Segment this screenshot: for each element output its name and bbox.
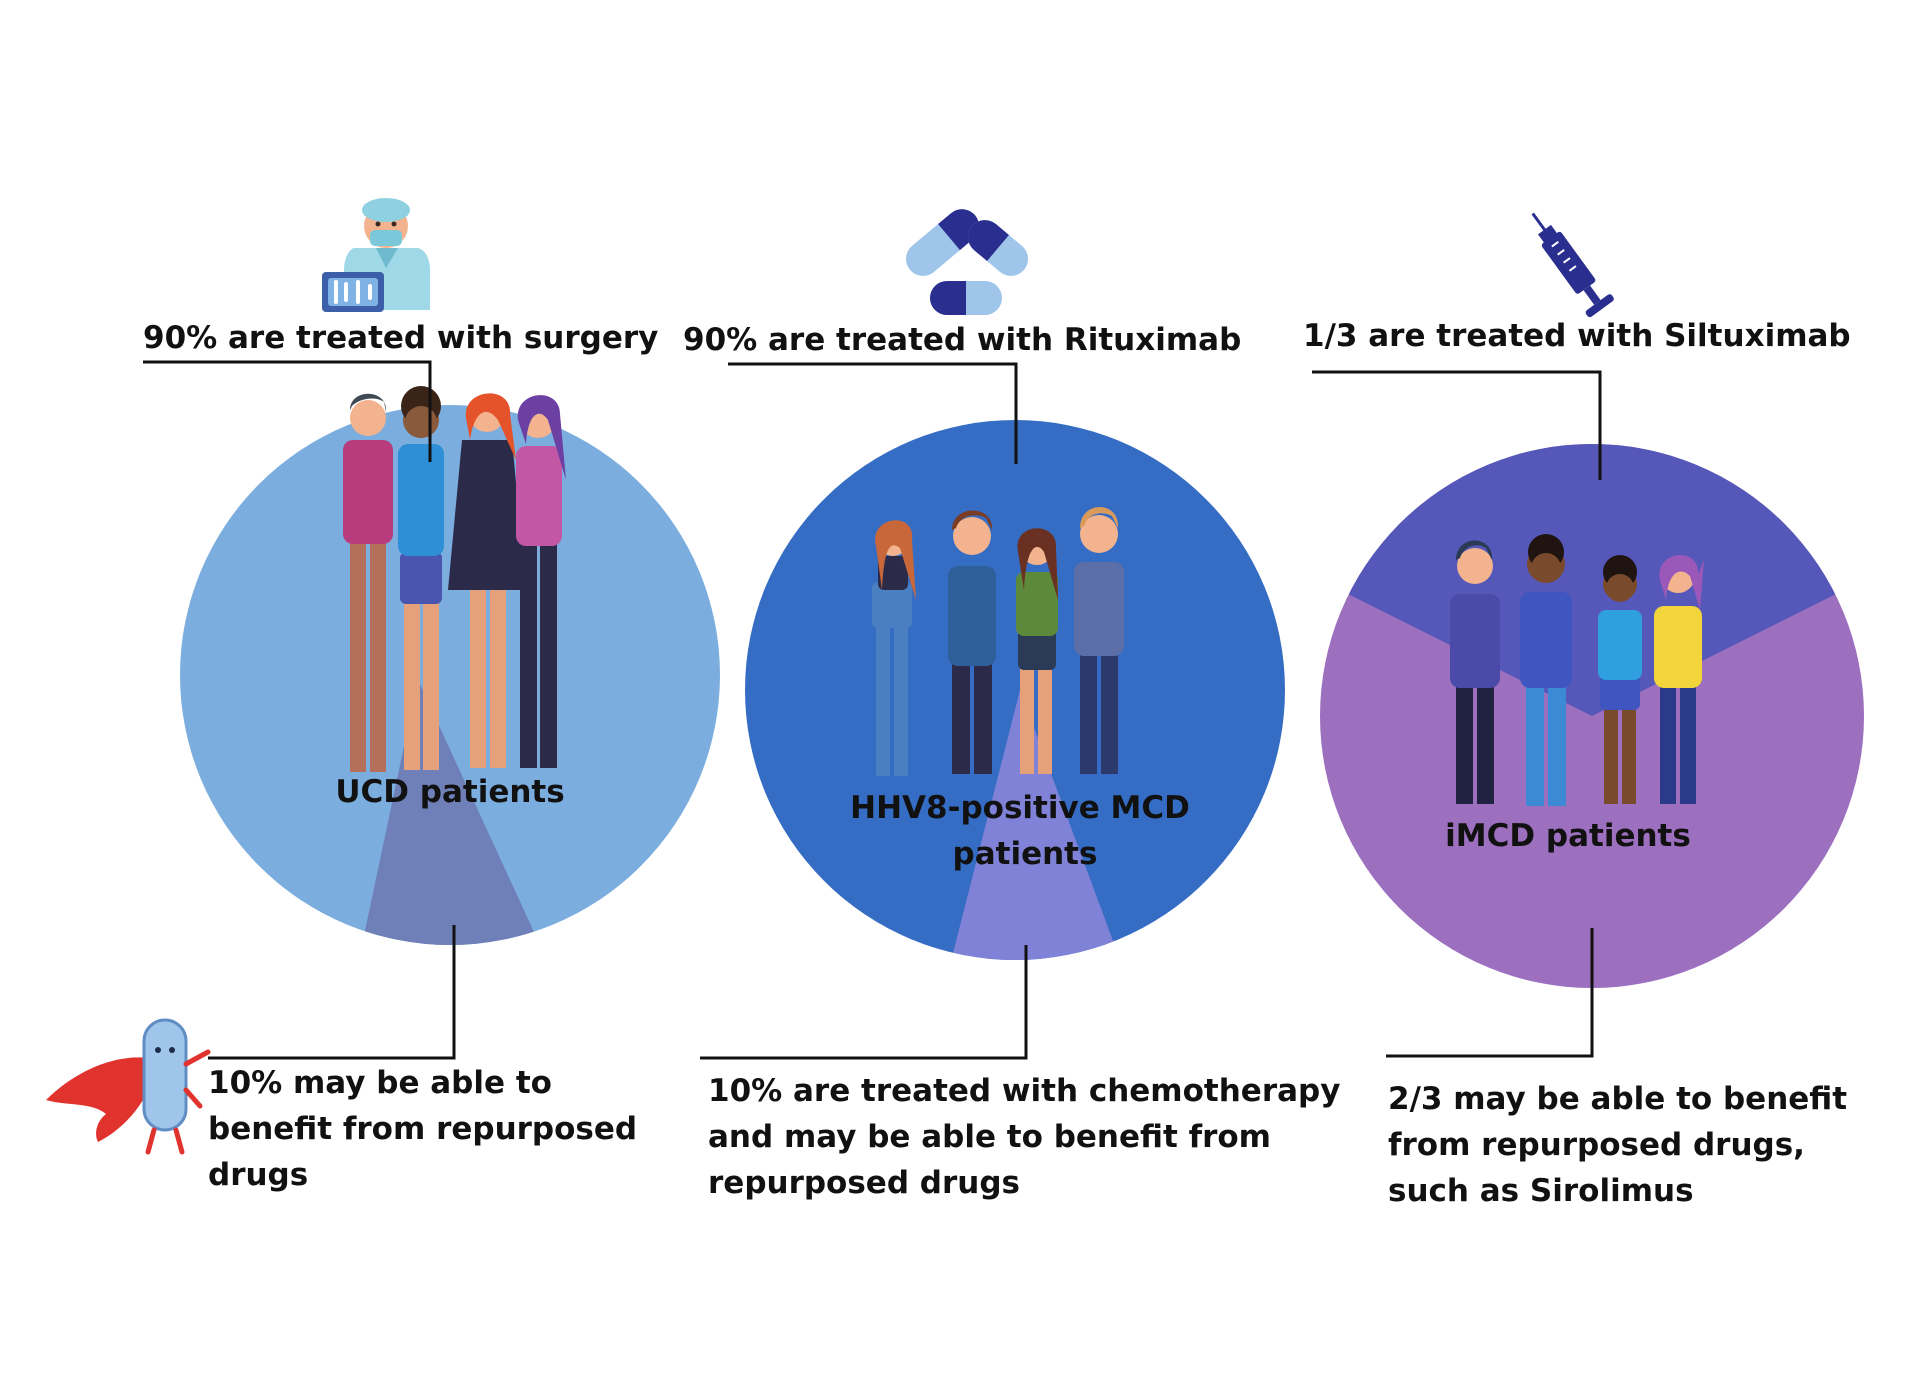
group-of-people-icon (1450, 534, 1704, 806)
imcd-bottom-connector (1386, 928, 1594, 1058)
group-of-people-icon (872, 507, 1124, 776)
imcd-group-label: iMCD patients (1445, 818, 1691, 854)
hhv8-bottom-label: 10% are treated with chemotherapy and ma… (708, 1073, 1341, 1201)
hhv8-top-connector (728, 362, 1018, 464)
ucd-bottom-connector (208, 925, 456, 1060)
imcd-bottom-label: 2/3 may be able to benefit from repurpos… (1388, 1081, 1848, 1209)
ucd-circle (180, 405, 720, 945)
superhero-pill-icon (46, 1018, 211, 1155)
ucd-group-label: UCD patients (335, 774, 564, 810)
group-of-people-icon (343, 386, 566, 772)
syringe-icon (1531, 212, 1614, 318)
hhv8-top-label: 90% are treated with Rituximab (683, 322, 1242, 358)
ucd-top-label: 90% are treated with surgery (143, 320, 659, 356)
imcd-top-connector (1312, 370, 1602, 480)
panel-ucd: UCD patients (46, 198, 720, 1155)
surgeon-icon (322, 198, 430, 312)
capsules-icon (905, 209, 1029, 315)
ucd-top-connector (143, 360, 432, 462)
hhv8-bottom-connector (700, 945, 1028, 1060)
hhv8-minority-wedge (950, 690, 1122, 960)
ucd-bottom-label: 10% may be able to benefit from repurpos… (208, 1065, 638, 1193)
imcd-top-label: 1/3 are treated with Siltuximab (1303, 318, 1851, 354)
